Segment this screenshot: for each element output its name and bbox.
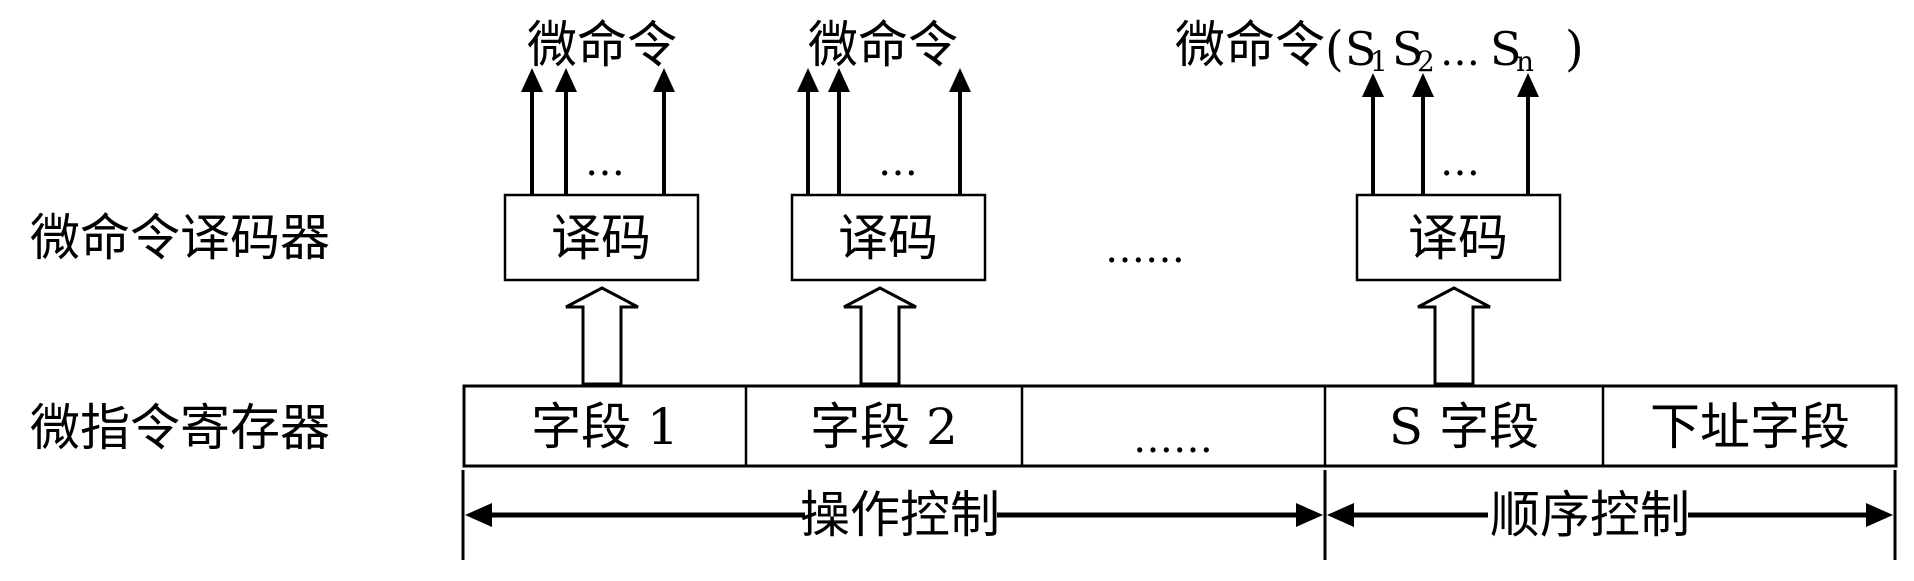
- hollow-arrow-up-icon: [843, 286, 917, 386]
- arrow-up-icon: [797, 68, 819, 92]
- decoder-box: [1355, 193, 1562, 282]
- signal-close-paren: ): [1565, 21, 1584, 77]
- decoder-box: [503, 193, 700, 282]
- decoder-box: [790, 193, 987, 282]
- signal-s2: S: [1392, 22, 1424, 76]
- decoder-label: 译码: [1408, 209, 1508, 267]
- decoder-unit-2: 微命令 … 译码: [790, 16, 987, 386]
- decoders-ellipsis: ……: [1105, 226, 1185, 272]
- signal-sn: S: [1490, 22, 1522, 76]
- register-outline: [462, 384, 1898, 468]
- hollow-arrow-up-icon: [565, 286, 639, 386]
- outputs-ellipsis: …: [1440, 139, 1480, 185]
- span-brackets: 操作控制 顺序控制: [461, 470, 1897, 560]
- outputs-ellipsis: …: [878, 139, 918, 185]
- signal-s2-subscript: 2: [1417, 45, 1435, 78]
- arrow-up-icon: [555, 68, 577, 92]
- arrow-up-icon: [828, 68, 850, 92]
- arrow-up-icon: [1412, 73, 1434, 97]
- microinstruction-register: 字段 1 字段 2 …… S 字段 下址字段: [462, 384, 1898, 468]
- arrow-up-icon: [1362, 73, 1384, 97]
- decoder-label: 译码: [551, 209, 651, 267]
- arrow-left-icon: [465, 503, 492, 527]
- arrow-up-icon: [949, 68, 971, 92]
- register-row-label: 微指令寄存器: [30, 399, 330, 457]
- decoder-row-label: 微命令译码器: [30, 209, 330, 267]
- signal-s1: S: [1345, 22, 1377, 76]
- decoder-unit-1: 微命令 … 译码: [503, 16, 700, 386]
- arrow-right-icon: [1296, 503, 1323, 527]
- hollow-arrow-up-icon: [1417, 286, 1491, 386]
- signal-sn-subscript: n: [1516, 45, 1534, 78]
- micro-command-label: 微命令: [527, 16, 677, 74]
- operation-control-label: 操作控制: [800, 486, 1000, 544]
- decoder-unit-3: 微命令 ( S 1 S 2 … S n ) … 译码: [1175, 16, 1584, 386]
- micro-command-label: 微命令: [808, 16, 958, 74]
- field-ellipsis: ……: [1133, 416, 1213, 462]
- arrow-up-icon: [653, 68, 675, 92]
- arrow-up-icon: [521, 68, 543, 92]
- signal-open-paren: (: [1325, 21, 1344, 77]
- arrow-left-icon: [1327, 503, 1354, 527]
- arrow-up-icon: [1517, 73, 1539, 97]
- field-2: 字段 2: [810, 398, 958, 456]
- sequence-control-label: 顺序控制: [1490, 486, 1690, 544]
- arrow-right-icon: [1866, 503, 1893, 527]
- field-next-address: 下址字段: [1650, 398, 1850, 456]
- micro-command-label: 微命令: [1175, 16, 1325, 74]
- signal-ellipsis: …: [1440, 29, 1480, 75]
- decoder-label: 译码: [838, 209, 938, 267]
- signal-s1-subscript: 1: [1370, 45, 1388, 78]
- outputs-ellipsis: …: [585, 139, 625, 185]
- field-s: S 字段: [1389, 398, 1539, 456]
- field-1: 字段 1: [531, 398, 679, 456]
